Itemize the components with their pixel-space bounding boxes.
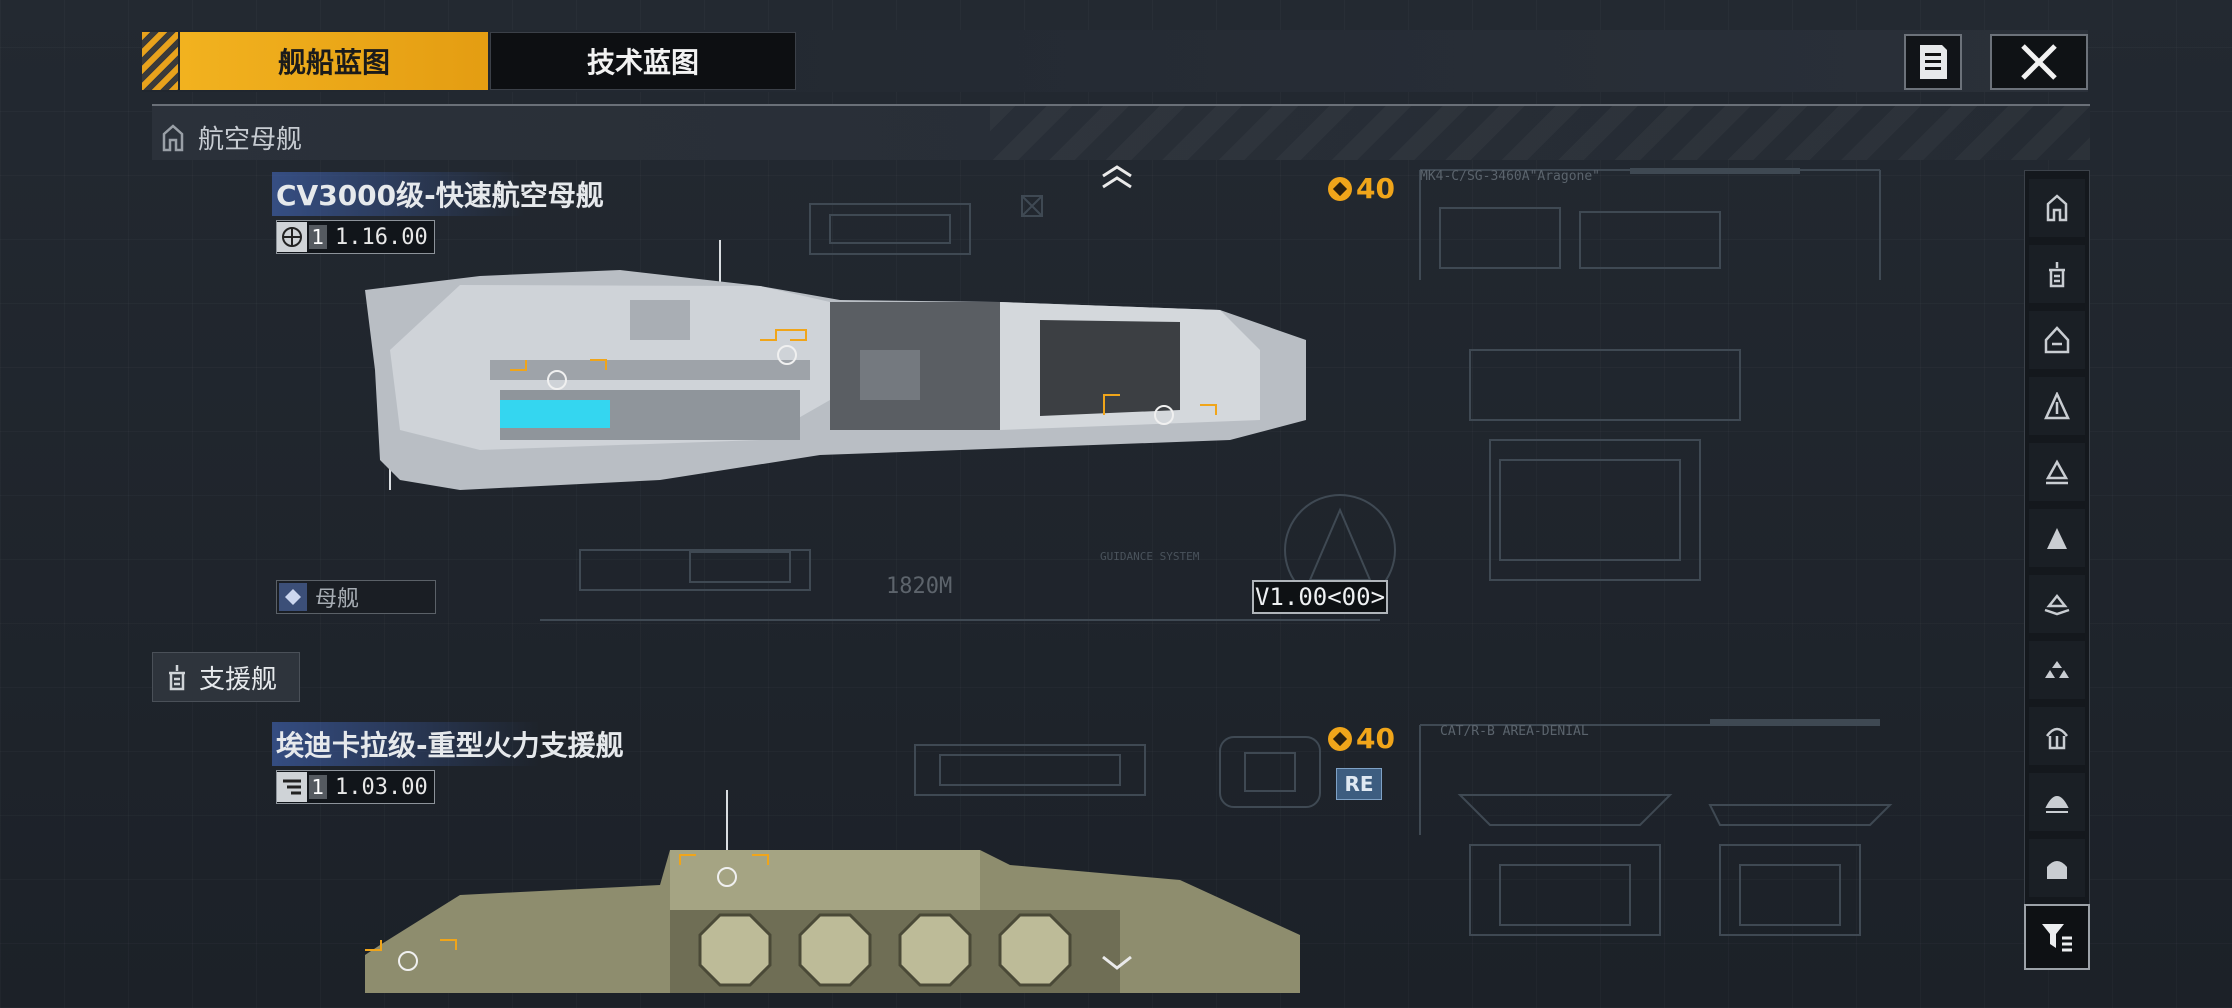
ship-name-carrier[interactable]: CV3000级-快速航空母舰 bbox=[272, 172, 608, 216]
close-button[interactable] bbox=[1990, 34, 2088, 90]
filter-fighter[interactable] bbox=[2029, 575, 2085, 633]
cost-carrier: 40 bbox=[1328, 172, 1395, 205]
destroyer-class-icon bbox=[2044, 392, 2070, 420]
filter-cruiser[interactable] bbox=[2029, 707, 2085, 765]
filter-misc[interactable] bbox=[2029, 839, 2085, 897]
carrier-class-icon bbox=[2046, 194, 2068, 222]
filter-dome[interactable] bbox=[2029, 773, 2085, 831]
tab-stripe-decor bbox=[142, 32, 178, 90]
globe-icon bbox=[282, 227, 302, 247]
section-title-support: 支援舰 bbox=[199, 664, 278, 695]
filter-icon bbox=[2042, 924, 2072, 952]
ship-type-tag: 母舰 bbox=[276, 580, 436, 614]
mothership-icon bbox=[285, 589, 301, 605]
coin-icon bbox=[1328, 726, 1352, 751]
filter-drone[interactable] bbox=[2029, 641, 2085, 699]
version-tag-carrier: 1 1.16.00 bbox=[276, 220, 435, 254]
section-header-carrier: 航空母舰 bbox=[152, 106, 2090, 160]
filter-carrier[interactable] bbox=[2029, 179, 2085, 237]
fighter-class-icon bbox=[2044, 593, 2070, 616]
frigate-class-icon bbox=[2045, 459, 2069, 485]
blueprint-backdrop-support: CAT/R-B AREA-DENIAL bbox=[914, 719, 1893, 936]
support-class-icon bbox=[2049, 262, 2065, 288]
ship-code: V1.00<00> bbox=[1252, 580, 1388, 614]
chevron-up-icon[interactable] bbox=[1100, 164, 1134, 190]
ship-image-support[interactable] bbox=[360, 785, 1305, 993]
drone-class-icon bbox=[2045, 661, 2069, 678]
filter-button[interactable] bbox=[2024, 904, 2090, 970]
filter-support[interactable] bbox=[2029, 245, 2085, 303]
blueprint-label-carrier: MK4-C/SG-3460A"Aragone" bbox=[1420, 169, 1600, 184]
corvette-class-icon bbox=[2047, 528, 2067, 549]
carrier-class-icon bbox=[162, 123, 184, 151]
section-header-support: 支援舰 bbox=[152, 652, 300, 702]
filter-corvette[interactable] bbox=[2029, 509, 2085, 567]
document-button[interactable] bbox=[1904, 34, 1962, 90]
battleship-class-icon bbox=[2044, 326, 2070, 354]
cruiser-class-icon bbox=[2045, 727, 2069, 750]
ship-image-carrier[interactable] bbox=[360, 190, 1320, 550]
re-badge: RE bbox=[1336, 768, 1382, 800]
filter-frigate[interactable] bbox=[2029, 443, 2085, 501]
ship-name-support[interactable]: 埃迪卡拉级-重型火力支援舰 bbox=[272, 722, 628, 766]
close-icon bbox=[2021, 44, 2057, 80]
filter-destroyer[interactable] bbox=[2029, 377, 2085, 435]
document-icon bbox=[1920, 45, 1947, 79]
faction-icon bbox=[283, 779, 301, 795]
class-filter-bar bbox=[2024, 170, 2090, 970]
chevron-down-icon[interactable] bbox=[1100, 952, 1134, 974]
dome-class-icon bbox=[2045, 796, 2069, 813]
ship-length: 1820M bbox=[886, 574, 953, 599]
tab-tech-blueprint[interactable]: 技术蓝图 bbox=[490, 32, 796, 90]
divider bbox=[152, 104, 2090, 106]
blueprint-backdrop-carrier: MK4-C/SG-3460A"Aragone" GUIDANCE SYSTEM bbox=[540, 168, 1881, 621]
filter-battleship[interactable] bbox=[2029, 311, 2085, 369]
coin-icon bbox=[1328, 176, 1352, 201]
cost-support: 40 bbox=[1328, 722, 1395, 755]
support-class-icon bbox=[169, 665, 185, 691]
version-tag-support: 1 1.03.00 bbox=[276, 770, 435, 804]
section-title: 航空母舰 bbox=[198, 125, 303, 155]
blueprint-label-support: CAT/R-B AREA-DENIAL bbox=[1440, 724, 1589, 739]
tab-ship-blueprint[interactable]: 舰船蓝图 bbox=[180, 32, 488, 90]
misc-class-icon bbox=[2047, 861, 2067, 879]
svg-text:GUIDANCE SYSTEM: GUIDANCE SYSTEM bbox=[1100, 550, 1200, 563]
